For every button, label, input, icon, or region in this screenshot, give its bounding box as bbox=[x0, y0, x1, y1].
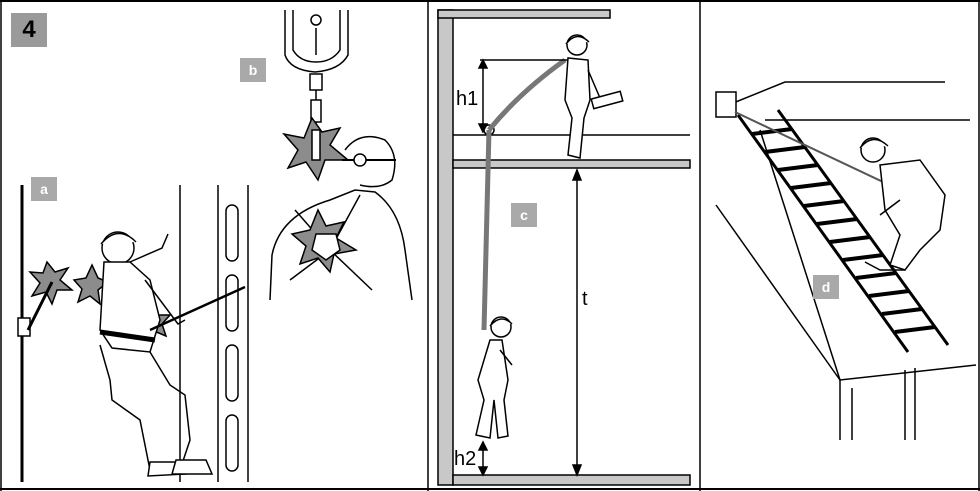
dimension-label-h1: h1 bbox=[456, 88, 478, 111]
panel-c-illustration bbox=[438, 10, 690, 485]
panel-label-d: d bbox=[813, 275, 839, 299]
figure-number: 4 bbox=[11, 13, 47, 47]
panel-label-b: b bbox=[240, 58, 266, 82]
wall bbox=[438, 10, 453, 485]
dimension-label-h2: h2 bbox=[454, 448, 476, 471]
panel-label-a: a bbox=[31, 177, 57, 201]
panel-b-illustration bbox=[270, 10, 412, 300]
panel-a-illustration bbox=[18, 185, 248, 482]
panel-d-illustration bbox=[716, 82, 976, 440]
dimension-label-t: t bbox=[582, 288, 588, 311]
panel-label-c: c bbox=[511, 203, 537, 227]
